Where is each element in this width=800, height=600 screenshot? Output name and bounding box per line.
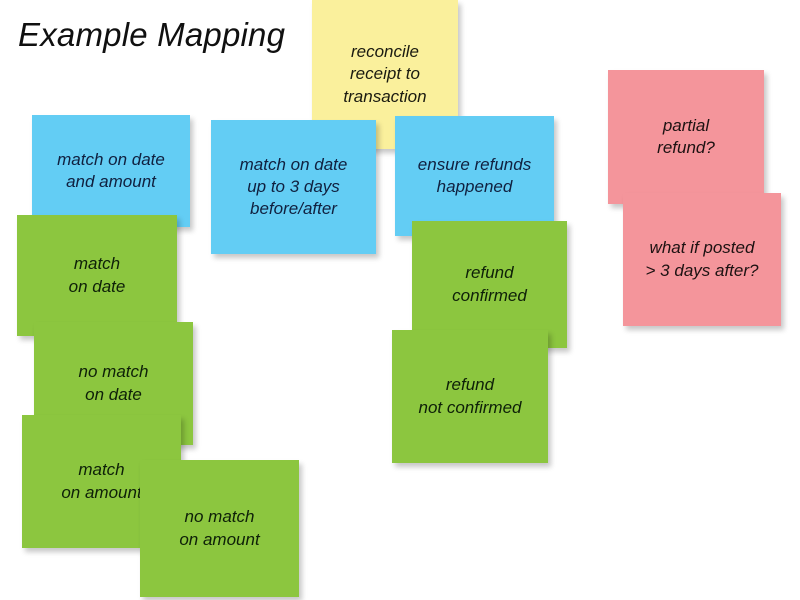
rule-note-match-on-date-and-amount[interactable]: match on date and amount — [32, 115, 190, 227]
example-note-refund-confirmed[interactable]: refund confirmed — [412, 221, 567, 348]
page-title: Example Mapping — [18, 16, 286, 53]
example-note-refund-not-confirmed[interactable]: refund not confirmed — [392, 330, 548, 463]
rule-note-ensure-refunds-happened[interactable]: ensure refunds happened — [395, 116, 554, 236]
rule-note-match-on-date-up-to-3-days[interactable]: match on date up to 3 days before/after — [211, 120, 376, 254]
example-note-no-match-on-amount[interactable]: no match on amount — [140, 460, 299, 597]
example-note-match-on-date[interactable]: match on date — [17, 215, 177, 336]
question-note-what-if-posted-3-days-after[interactable]: what if posted > 3 days after? — [623, 193, 781, 326]
question-note-partial-refund[interactable]: partial refund? — [608, 70, 764, 204]
